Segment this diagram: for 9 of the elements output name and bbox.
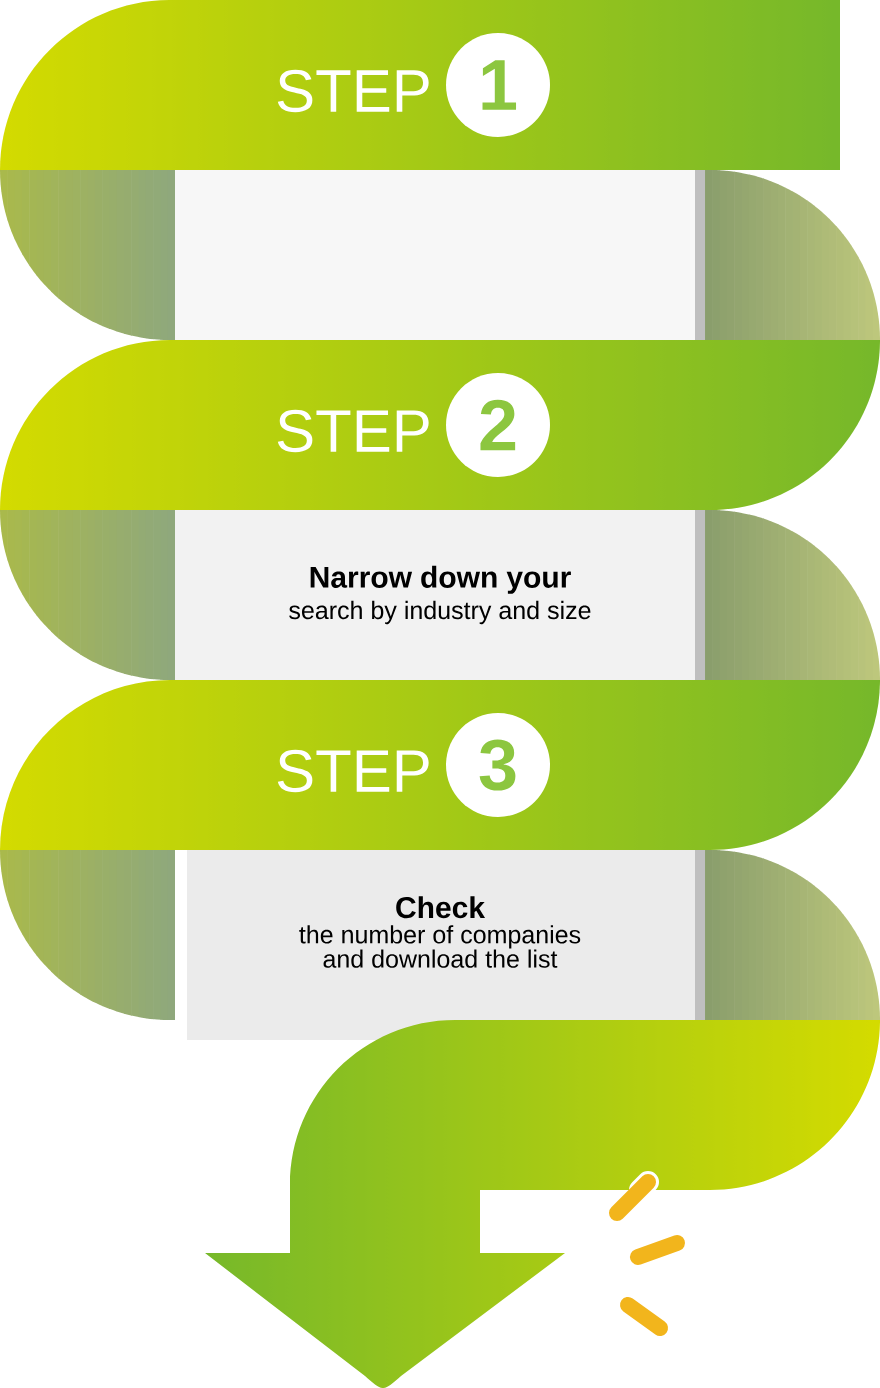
content-panel: Check the number of companies and download the list <box>187 850 705 1040</box>
step-label: STEP <box>277 69 429 113</box>
step-label: STEP <box>277 409 429 453</box>
step-number-badge: 2 <box>446 373 550 477</box>
step-number-badge: 1 <box>446 33 550 137</box>
content-panel <box>175 170 705 340</box>
step-label: STEP <box>277 749 429 793</box>
content-panel: Narrow down your search by industry and size <box>175 510 705 680</box>
step-number-badge: 3 <box>446 713 550 817</box>
